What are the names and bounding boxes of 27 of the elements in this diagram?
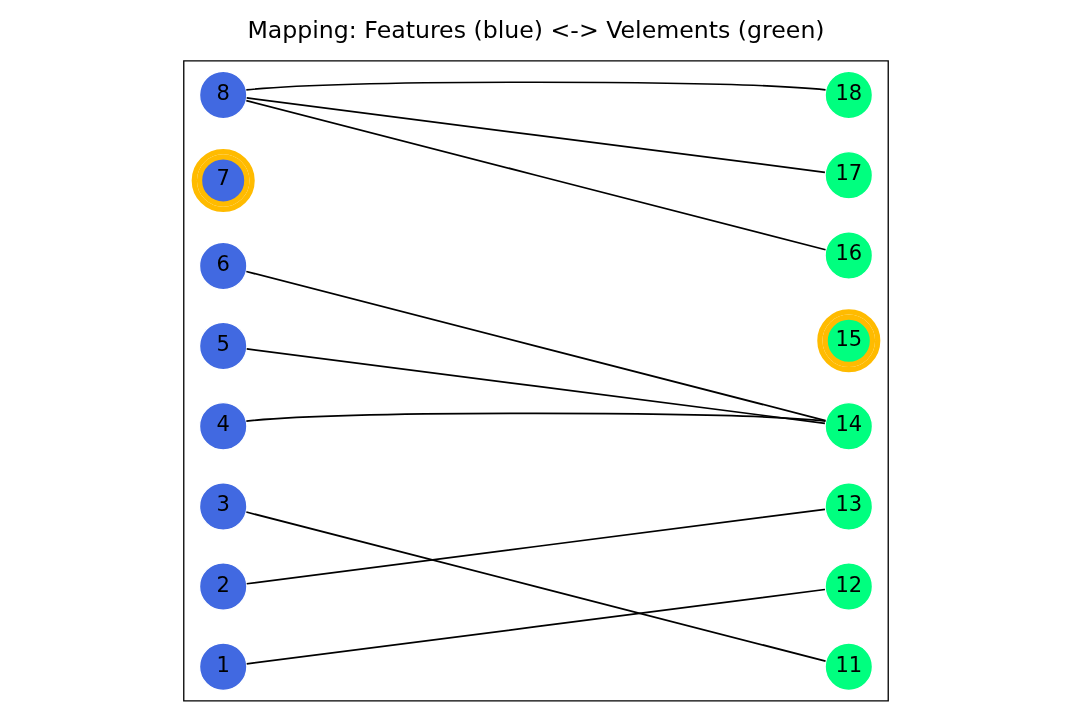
node-circle: 3 bbox=[198, 482, 247, 531]
node-circle: 14 bbox=[824, 401, 873, 451]
node-circle: 16 bbox=[824, 231, 873, 280]
connector bbox=[245, 348, 826, 425]
node-circle: 7 bbox=[191, 148, 255, 212]
node-circle: 5 bbox=[198, 321, 247, 371]
node-circle: 15 bbox=[816, 309, 880, 373]
connector bbox=[245, 588, 826, 665]
node-circle: 4 bbox=[198, 401, 247, 451]
node-circle: 11 bbox=[824, 642, 873, 692]
node-circle: 18 bbox=[824, 70, 873, 120]
node-circle: 12 bbox=[824, 562, 873, 611]
connector bbox=[245, 508, 826, 585]
connector bbox=[244, 412, 826, 422]
node-circle: 1 bbox=[198, 642, 247, 692]
connector bbox=[244, 511, 826, 662]
connector bbox=[245, 97, 826, 174]
node-circle: 8 bbox=[198, 70, 247, 120]
cluster bbox=[182, 60, 889, 702]
node-circle: 6 bbox=[198, 241, 247, 291]
node-circle: 17 bbox=[824, 150, 873, 200]
diagram-title: Mapping: Features (blue) <-> Velements (green) bbox=[246, 15, 825, 44]
node-circle: 2 bbox=[198, 562, 247, 611]
connector bbox=[244, 270, 826, 422]
connector bbox=[244, 81, 826, 91]
connector bbox=[244, 99, 826, 251]
node-circle: 13 bbox=[824, 482, 873, 531]
